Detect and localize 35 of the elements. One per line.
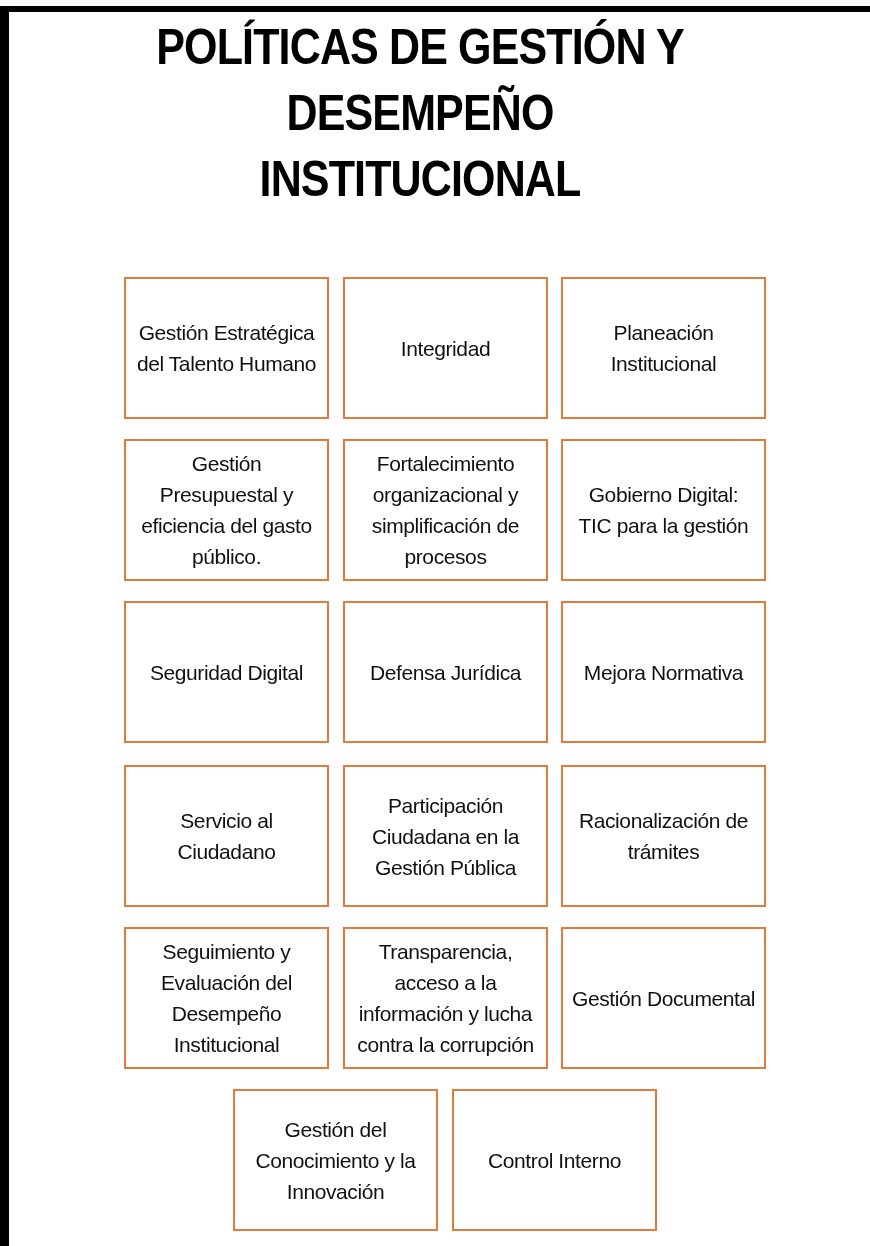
policy-box — [124, 601, 329, 743]
policy-box — [124, 439, 329, 581]
policy-box — [124, 277, 329, 419]
policy-box — [343, 277, 548, 419]
policy-box — [452, 1089, 657, 1231]
policy-label: Servicio al Ciudadano — [176, 808, 277, 865]
policy-label: Seguridad Digital — [148, 659, 305, 686]
policy-box — [561, 601, 766, 743]
policy-box — [124, 765, 329, 907]
policy-box — [233, 1089, 438, 1231]
policy-label: Gestión Documental — [570, 985, 757, 1012]
policy-box — [343, 601, 548, 743]
policy-label: Gestión del Conocimiento y la Innovación — [254, 1116, 417, 1205]
policy-label: Integridad — [399, 335, 492, 362]
policy-label: Planeación Institucional — [609, 320, 718, 377]
title: POLÍTICAS DE GESTIÓN Y DESEMPEÑO INSTITUCIONAL — [155, 18, 685, 209]
policy-box — [561, 765, 766, 907]
policy-label: Gestión Estratégica del Talento Humano — [135, 320, 318, 377]
policy-label: Defensa Jurídica — [368, 659, 523, 686]
policy-label: Seguimiento y Evaluación del Desempeño Institucional — [160, 939, 293, 1058]
policy-label: Gobierno Digital: TIC para la gestión — [577, 482, 750, 539]
policy-label: Fortalecimiento organizacional y simplificación de procesos — [370, 451, 521, 570]
policy-label: Mejora Normativa — [582, 659, 745, 686]
policy-label: Gestión Presupuestal y eficiencia del gasto público. — [140, 451, 313, 570]
policy-box — [343, 927, 548, 1069]
policy-box — [561, 277, 766, 419]
policy-label: Control Interno — [487, 1147, 622, 1174]
policy-label: Racionalización de trámites — [577, 808, 750, 865]
policy-label: Participación Ciudadana en la Gestión Pública — [371, 792, 521, 881]
policy-box — [561, 439, 766, 581]
policy-label: Transparencia, acceso a la información y lucha contra la corrupción — [356, 939, 535, 1058]
policy-box — [343, 439, 548, 581]
policy-box — [561, 927, 766, 1069]
policy-box — [343, 765, 548, 907]
policy-box — [124, 927, 329, 1069]
